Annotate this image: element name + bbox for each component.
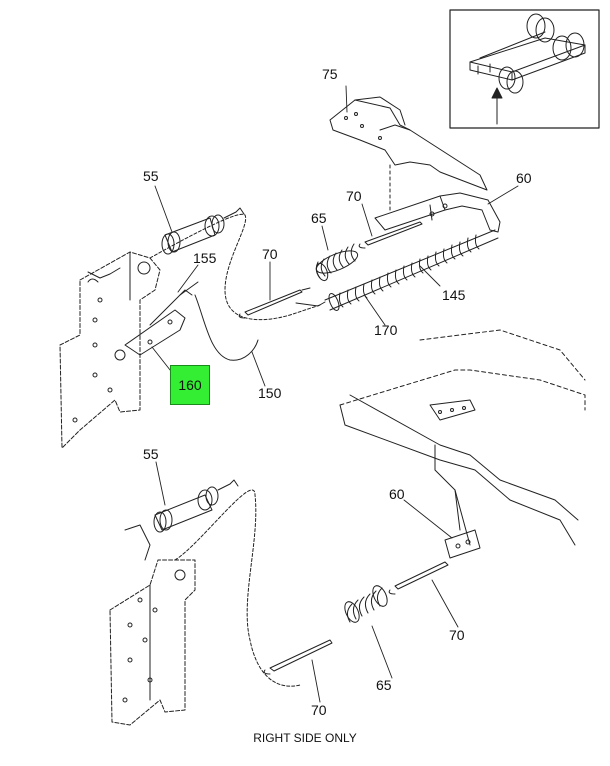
tie-rod-70-lower-b: [264, 640, 332, 674]
callout-65-top: 65: [311, 210, 327, 226]
callout-55-bottom: 55: [143, 446, 159, 462]
canister-55-top: [162, 208, 244, 254]
callout-145: 145: [442, 287, 466, 303]
callout-60-top: 60: [516, 170, 532, 186]
spring-65-top: [314, 244, 361, 282]
callout-160-label: 160: [178, 377, 202, 393]
callout-75: 75: [322, 66, 338, 82]
callout-70-b: 70: [262, 246, 278, 262]
callout-155: 155: [193, 250, 217, 266]
frame-plate-lower-left: [110, 525, 195, 725]
callout-60-bottom: 60: [389, 486, 405, 502]
tie-rod-70-lower-a: [389, 562, 448, 594]
callout-65-bottom: 65: [376, 677, 392, 693]
spring-bracket-60-bottom: [445, 530, 480, 558]
callout-160-highlighted[interactable]: 160: [170, 365, 210, 405]
callout-55-top: 55: [143, 168, 159, 184]
cable-lower: [175, 490, 300, 686]
callout-70-d: 70: [311, 702, 327, 718]
tie-rod-70-upper-a: [239, 288, 310, 318]
inset-axle-assembly: [470, 14, 585, 93]
callout-170: 170: [374, 322, 398, 338]
cable-150-upper: [150, 214, 325, 360]
caption-right-side-only: RIGHT SIDE ONLY: [253, 731, 357, 745]
frame-bracket-75: [330, 97, 487, 210]
inset-locator-view: [450, 10, 599, 128]
frame-rail-lower: [340, 330, 585, 545]
spring-145-170: [325, 230, 498, 312]
spring-65-bottom: [342, 583, 390, 624]
callout-70-c: 70: [449, 627, 465, 643]
spring-bracket-60-top: [375, 193, 500, 232]
frame-plate-upper-left: [60, 252, 160, 448]
inset-arrow: [492, 88, 502, 124]
canister-55-bottom: [154, 480, 238, 532]
tie-rod-70-upper-b: [359, 222, 422, 248]
lever-assembly-155-160: [115, 282, 198, 360]
callout-70-a: 70: [346, 188, 362, 204]
callout-150: 150: [258, 385, 282, 401]
